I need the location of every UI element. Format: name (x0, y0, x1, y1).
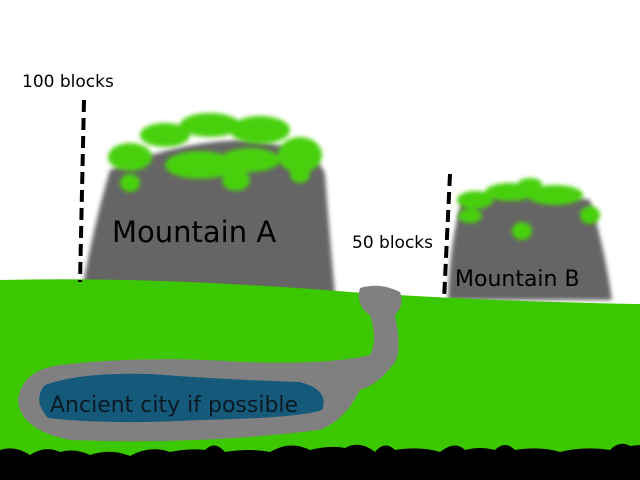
height-label-b: 50 blocks (352, 233, 433, 253)
height-marker-b (442, 173, 452, 301)
ancient-city-label: Ancient city if possible (50, 393, 298, 418)
bedrock (0, 443, 640, 480)
mountain-b-foliage (457, 178, 600, 240)
mountain-a-foliage (108, 113, 322, 192)
height-marker-a (78, 99, 86, 283)
height-label-a: 100 blocks (22, 72, 114, 92)
mountain-a-label: Mountain A (112, 215, 276, 249)
mountain-b-label: Mountain B (455, 267, 580, 292)
ancient-city-area (39, 373, 324, 423)
mountain-b (448, 192, 612, 300)
mountain-a (82, 140, 335, 295)
